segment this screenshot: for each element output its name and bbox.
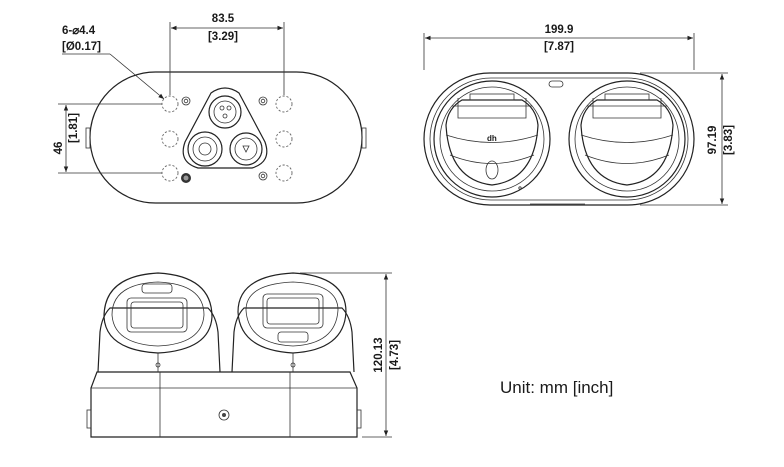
left-tab	[85, 127, 91, 149]
base-body	[90, 371, 358, 438]
depth-mm: 97.19	[707, 126, 719, 155]
mounting-hole	[161, 164, 179, 182]
brand-mark: dh	[487, 134, 497, 143]
depth-inch: [3.83]	[723, 125, 735, 155]
screw	[258, 96, 268, 106]
right-ir-window	[277, 331, 309, 343]
connector-right	[229, 132, 263, 166]
side-view: 120.13 [4.73]	[86, 272, 401, 438]
screw	[258, 171, 268, 181]
right-camera	[568, 80, 686, 198]
right-camera-side	[231, 272, 355, 373]
top-notch	[548, 80, 564, 88]
right-tab	[361, 127, 367, 149]
hole-spec-callout: 6-⌀4.4 [Ø0.17]	[62, 25, 165, 100]
mounting-hole	[275, 95, 293, 113]
left-camera-side	[97, 272, 221, 373]
left-ir-window	[141, 283, 173, 294]
mounting-hole	[275, 164, 293, 182]
hole-spec-mm: 6-⌀4.4	[62, 25, 96, 37]
hole-spacing-mm: 83.5	[212, 13, 235, 25]
dim-overall-width: 199.9 [7.87]	[423, 24, 695, 70]
unit-note: Unit: mm [inch]	[500, 378, 613, 397]
height-inch: [4.73]	[389, 340, 401, 370]
hole-spacing-inch: [3.29]	[208, 31, 238, 43]
bottom-view: 83.5 [3.29] 6-⌀4.4 [Ø0.17] 46 [1.81]	[53, 13, 367, 204]
mounting-hole	[161, 95, 179, 113]
dim-height: 120.13 [4.73]	[300, 272, 401, 438]
height-mm: 120.13	[373, 337, 385, 372]
overall-width-mm: 199.9	[545, 24, 574, 36]
screw	[181, 96, 191, 106]
mounting-hole	[275, 130, 293, 148]
left-lens-window	[126, 297, 188, 333]
left-camera: dh	[433, 80, 551, 198]
light-sensor	[485, 160, 499, 180]
dim-hole-vertical: 46 [1.81]	[53, 103, 162, 174]
overall-width-inch: [7.87]	[544, 41, 574, 53]
mounting-holes	[161, 95, 293, 182]
hole-vertical-inch: [1.81]	[68, 113, 80, 143]
hole-spec-inch: [Ø0.17]	[62, 41, 101, 53]
side-screw	[218, 409, 230, 421]
mounting-hole	[161, 130, 179, 148]
body-outline	[423, 72, 695, 206]
connector-left	[187, 131, 223, 167]
cable-plate	[182, 87, 268, 169]
hole-vertical-mm: 46	[53, 142, 65, 155]
dim-depth: 97.19 [3.83]	[640, 72, 735, 206]
right-lens-window	[262, 293, 324, 329]
dim-hole-spacing: 83.5 [3.29]	[169, 13, 285, 95]
connector-top	[208, 95, 242, 129]
base-outline	[89, 71, 363, 204]
front-view: dh 199.9 [7.87] 97.19 [	[423, 24, 735, 206]
